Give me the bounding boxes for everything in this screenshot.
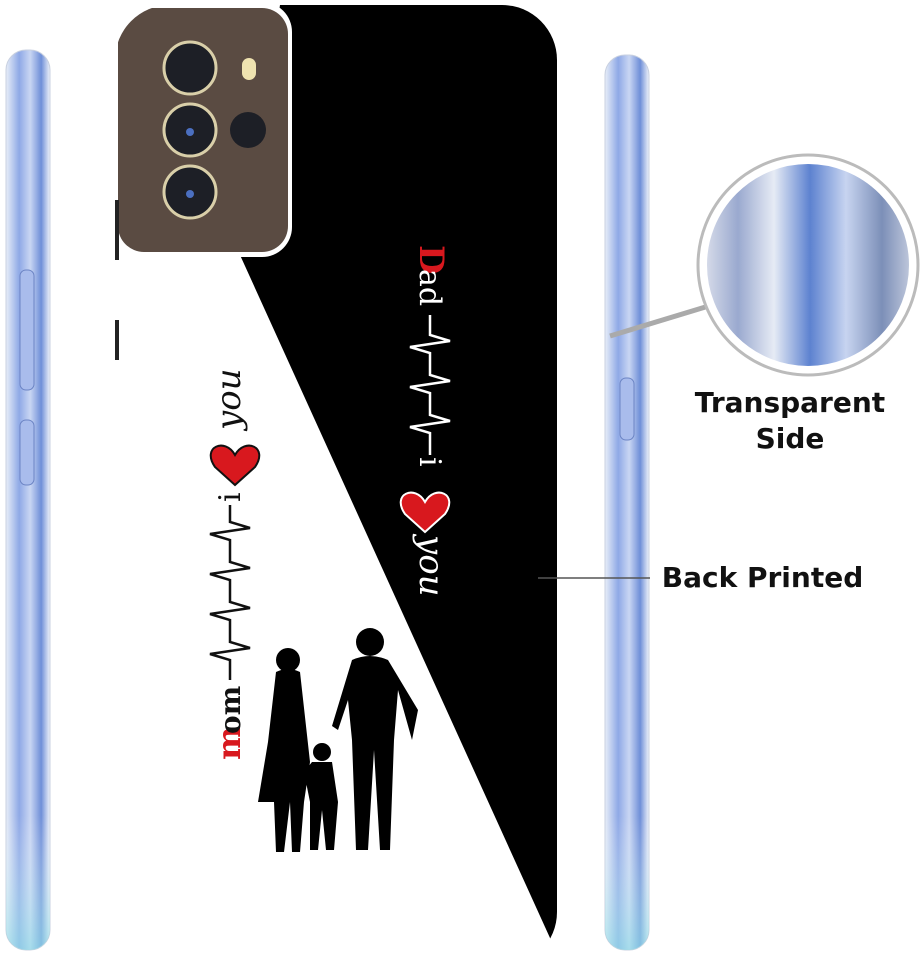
heart-icon	[399, 491, 451, 534]
left-side-view	[5, 49, 51, 951]
transparent-label-line2: Side	[755, 422, 825, 455]
heart-icon	[209, 444, 261, 487]
magnifier-callout	[609, 153, 920, 377]
black-diagonal-panel	[240, 5, 557, 960]
camera-lens-icon	[162, 40, 266, 220]
power-button	[19, 419, 35, 486]
dad-initial: D	[411, 245, 451, 274]
transparent-side-label: Transparent Side	[680, 385, 900, 457]
mom-you-text: you	[209, 368, 249, 432]
family-silhouette	[258, 628, 418, 852]
mom-initial: m	[210, 726, 248, 760]
flash-icon	[242, 58, 256, 80]
dad-you-text: you	[411, 533, 451, 597]
back-printed-label: Back Printed	[661, 561, 864, 594]
dad-heartbeat-text: D ad i you	[399, 245, 451, 597]
side-button	[619, 377, 635, 441]
mom-text: om	[214, 686, 247, 734]
case-back: D ad i you m om i you	[115, 5, 557, 967]
mom-heartbeat-text: m om i you	[209, 368, 261, 760]
dad-text: ad	[412, 269, 447, 306]
dad-i-text: i	[412, 457, 447, 467]
right-side-view	[604, 54, 650, 951]
transparent-label-line1: Transparent	[694, 386, 886, 419]
volume-button	[19, 269, 35, 391]
camera-module	[115, 5, 292, 257]
mom-i-text: i	[213, 492, 248, 502]
